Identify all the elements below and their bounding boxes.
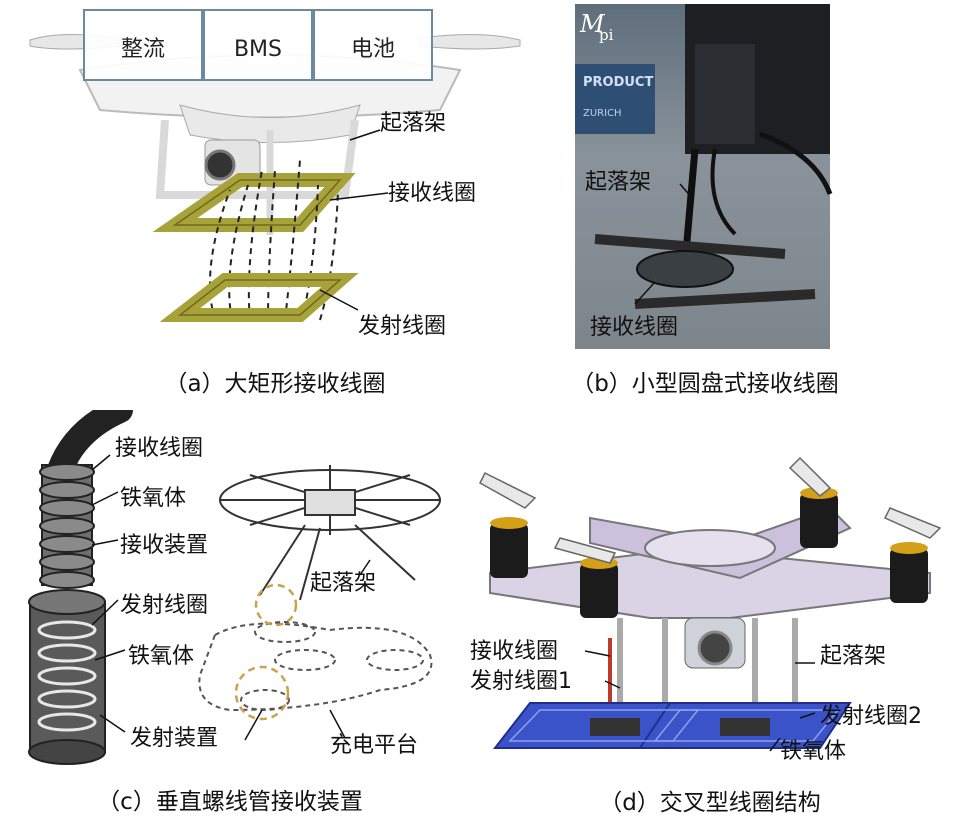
camera-lens-icon — [204, 149, 236, 181]
label-transmitter-coil-1-d: 发射线圈1 — [470, 669, 572, 694]
box-battery — [313, 9, 433, 81]
panel-b-photo: PRODUCT ZURICH M pi 起落架 接收线圈 — [575, 4, 833, 349]
label-ferrite-bottom-c: 铁氧体 — [128, 644, 194, 669]
label-charging-platform-c: 充电平台 — [330, 733, 418, 758]
ferrite-bar — [590, 718, 640, 736]
label-landing-gear-a: 起落架 — [380, 111, 446, 136]
label-receiver-coil-d: 接收线圈 — [470, 639, 558, 664]
receiver-coil — [152, 173, 356, 232]
box-bms — [203, 9, 313, 81]
charging-platform — [198, 621, 433, 712]
label-landing-gear-b: 起落架 — [585, 170, 651, 195]
label-transmitter-coil-a: 发射线圈 — [358, 314, 446, 339]
component-boxes: 整流 BMS 电池 — [83, 9, 433, 81]
panel-a: 整流 BMS 电池 起落架 接收线圈 发射线圈 — [0, 0, 540, 410]
label-receiver-device-c: 接收装置 — [120, 533, 208, 558]
box-label-battery: 电池 — [351, 37, 395, 62]
label-transmitter-coil-c: 发射线圈 — [120, 593, 208, 618]
label-transmitter-device-c: 发射装置 — [130, 726, 218, 751]
box-rectifier — [83, 9, 203, 81]
box-label-bms: BMS — [234, 37, 282, 62]
label-receiver-coil-b: 接收线圈 — [590, 315, 678, 340]
caption-d: （d）交叉型线圈结构 — [599, 790, 821, 816]
receiver-solenoid — [39, 463, 95, 589]
label-landing-gear-d: 起落架 — [820, 644, 886, 669]
caption-c: （c）垂直螺线管接收装置 — [97, 789, 363, 815]
box-label-rectifier: 整流 — [121, 37, 165, 62]
octocopter-outline — [219, 465, 441, 601]
photo-text-zurich: ZURICH — [583, 108, 622, 119]
label-receiver-coil-a: 接收线圈 — [388, 181, 476, 206]
motors — [490, 487, 928, 618]
label-ferrite-top-c: 铁氧体 — [120, 486, 186, 511]
label-ferrite-d: 铁氧体 — [780, 739, 846, 764]
panel-a-figure: 整流 BMS 电池 起落架 接收线圈 发射线圈 — [29, 9, 521, 339]
camera-lens-icon-d — [697, 630, 733, 666]
panel-d-figure: 接收线圈 发射线圈1 起落架 发射线圈2 铁氧体 — [470, 456, 942, 764]
label-landing-gear-c: 起落架 — [310, 571, 376, 596]
caption-a: （a）大矩形接收线圈 — [164, 371, 386, 397]
corner-subscript: pi — [599, 26, 614, 44]
panel-b: PRODUCT ZURICH M pi 起落架 接收线圈 （b）小型圆盘式接收线… — [571, 4, 955, 414]
corner-symbol: M — [579, 10, 606, 38]
panel-c-figure: 接收线圈 铁氧体 接收装置 发射线圈 铁氧体 发射装置 起落架 充电平台 — [28, 410, 441, 765]
transmitter-solenoid — [28, 589, 106, 765]
transmitter-coil — [159, 273, 359, 322]
label-transmitter-coil-2-d: 发射线圈2 — [820, 704, 922, 729]
disk-receiver-coil — [636, 250, 734, 288]
quadcopter-frame — [489, 506, 931, 619]
panel-d: 接收线圈 发射线圈1 起落架 发射线圈2 铁氧体 （d）交叉型线圈结构 — [470, 448, 960, 820]
panel-c: 接收线圈 铁氧体 接收装置 发射线圈 铁氧体 发射装置 起落架 充电平台 （c）… — [0, 410, 480, 820]
label-receiver-coil-c: 接收线圈 — [115, 436, 203, 461]
caption-b: （b）小型圆盘式接收线圈 — [571, 371, 839, 397]
transmitter-coils-d — [492, 702, 852, 749]
landing-gear — [155, 119, 359, 199]
photo-text-product: PRODUCT — [583, 75, 653, 90]
